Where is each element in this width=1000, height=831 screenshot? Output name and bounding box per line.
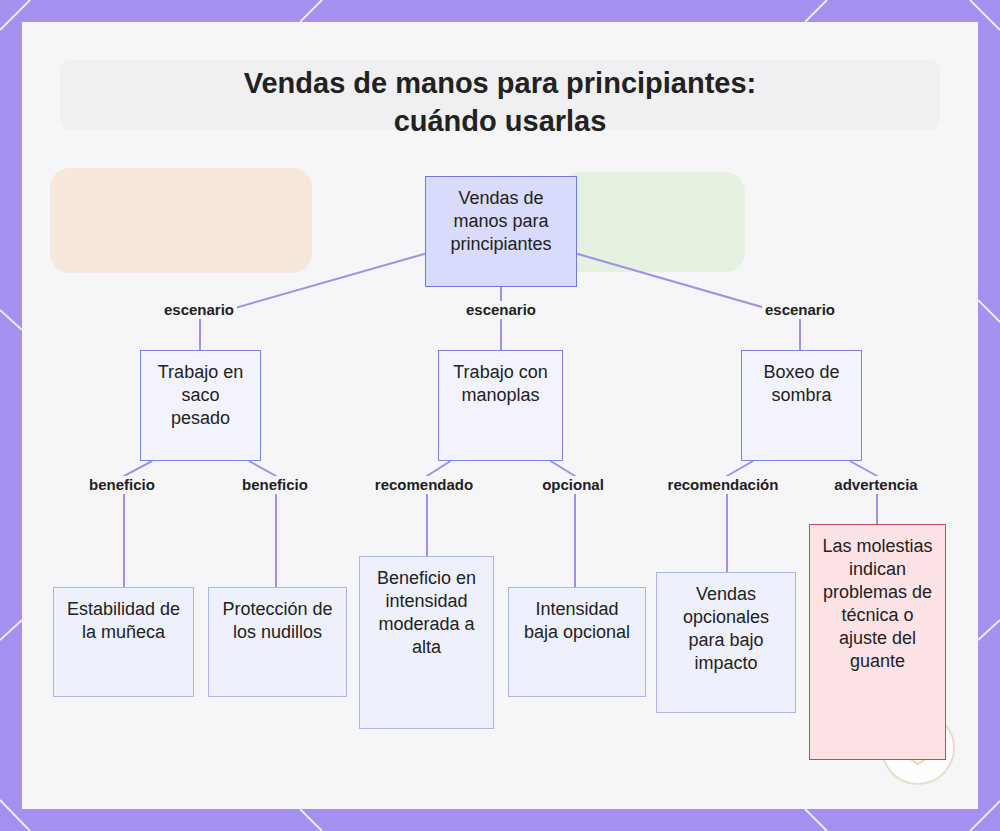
scenario-box: Trabajo en saco pesado <box>140 350 261 461</box>
detail-box: Beneficio en intensidad moderada a alta <box>359 556 494 729</box>
detail-box: Estabilidad de la muñeca <box>53 587 194 697</box>
edge-label: recomendación <box>665 476 782 494</box>
scenario-box: Boxeo de sombra <box>741 350 862 461</box>
root-box: Vendas de manos para principiantes <box>425 176 577 287</box>
edge-label: beneficio <box>86 476 158 494</box>
edge-label: escenario <box>161 301 237 319</box>
node-text: Beneficio en intensidad moderada a alta <box>372 567 481 659</box>
edge-label: recomendado <box>372 476 476 494</box>
scenario-box: Trabajo con manoplas <box>438 350 563 461</box>
edge-label: escenario <box>762 301 838 319</box>
node-text: Estabilidad de la muñeca <box>66 598 181 644</box>
diagram-title: Vendas de manos para principiantes: cuán… <box>190 64 810 140</box>
edge-label: escenario <box>463 301 539 319</box>
node-text: Protección de los nudillos <box>221 598 334 644</box>
node-text: Intensidad baja opcional <box>521 598 633 644</box>
node-text: Vendas opcionales para bajo impacto <box>669 583 783 675</box>
edge-label: advertencia <box>831 476 920 494</box>
node-text: Las molestias indican problemas de técni… <box>822 535 933 673</box>
detail-box: Vendas opcionales para bajo impacto <box>656 572 796 713</box>
warning-box: Las molestias indican problemas de técni… <box>809 524 946 760</box>
edge-label: beneficio <box>239 476 311 494</box>
node-text: Vendas de manos para principiantes <box>438 187 564 256</box>
node-text: Boxeo de sombra <box>754 361 849 407</box>
detail-box: Intensidad baja opcional <box>508 587 646 697</box>
edge-label: opcional <box>539 476 607 494</box>
detail-box: Protección de los nudillos <box>208 587 347 697</box>
node-text: Trabajo con manoplas <box>451 361 550 407</box>
node-text: Trabajo en saco pesado <box>153 361 248 430</box>
